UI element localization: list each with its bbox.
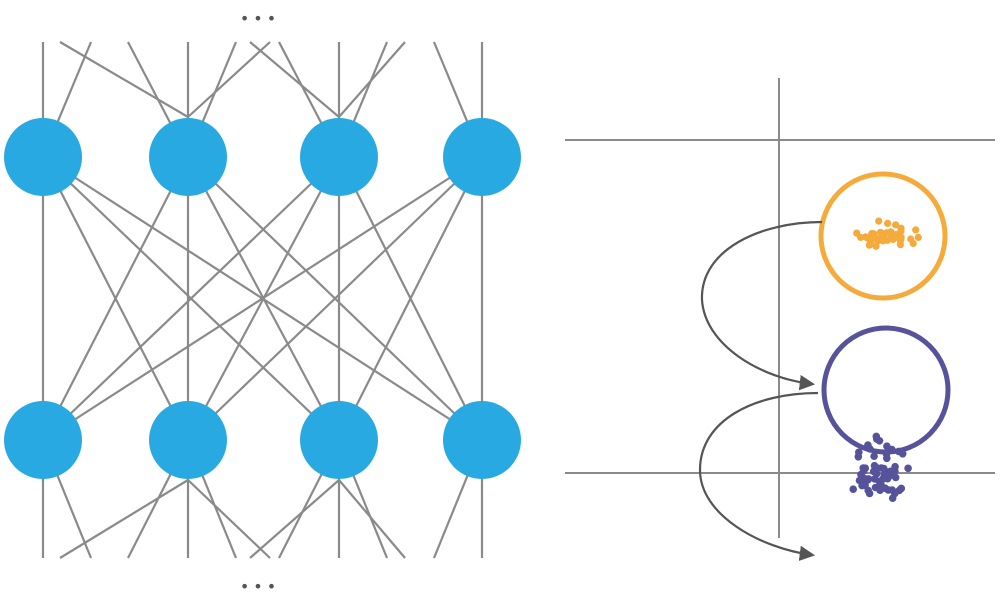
purple-point [870,452,878,461]
edge-line [42,156,483,441]
edge-line [338,156,483,441]
network-node-top-2 [149,118,227,196]
orange-point [884,219,892,227]
purple-point [883,474,892,483]
orange-point [862,233,870,241]
purple-point [873,435,881,443]
scatter-axes [565,78,995,538]
network-node-top-4 [443,118,521,196]
orange-point [909,239,917,248]
purple-point [883,454,891,463]
orange-point [896,241,905,249]
incoming-edges-top [41,41,484,158]
network-nodes [4,118,521,479]
edge-line [187,156,483,441]
purple-point [888,486,896,494]
orange-point [872,242,880,250]
orange-point [912,226,920,234]
purple-point [877,481,885,489]
orange-point [897,233,905,241]
network-node-bottom-3 [300,401,378,479]
purple-point [897,484,906,493]
purple-point [866,445,874,453]
ellipsis-bottom: ••• [240,577,280,596]
purple-point [898,450,907,458]
arrow-orange-to-purple [700,220,823,391]
purple-point [891,473,900,482]
scatter-clusters [818,171,951,503]
arrow-purple-down [698,391,819,561]
edge-line [249,41,340,118]
ellipsis-top: ••• [240,9,280,28]
purple-point [880,464,888,473]
purple-point [855,448,863,457]
edge-line [187,41,271,118]
edge-line [249,479,340,559]
purple-point [857,470,865,479]
purple-point [888,494,897,503]
edge-line [42,156,189,441]
purple-cluster-ring [821,325,951,455]
orange-point [892,221,900,229]
orange-point [879,237,887,245]
purple-point [864,486,872,495]
orange-cluster-ring [818,171,948,301]
connections-between-layers [41,156,484,441]
purple-point [886,468,895,476]
edge-line [338,479,406,559]
edge-line [59,41,189,118]
orange-point [875,217,883,225]
edge-line [187,479,271,559]
orange-point [868,230,876,238]
edge-line [42,156,340,441]
network-node-bottom-2 [149,401,227,479]
orange-point [866,238,875,247]
orange-point [888,234,896,242]
outgoing-edges-bottom [41,439,484,559]
edge-line [59,479,189,559]
network-node-bottom-1 [4,401,82,479]
purple-point [904,464,912,473]
network-node-top-1 [4,118,82,196]
transition-arrows [698,220,823,561]
purple-point [849,485,857,494]
orange-point [897,227,905,235]
purple-point [861,464,870,473]
orange-point [853,229,861,237]
network-node-bottom-4 [443,401,521,479]
purple-point [870,461,879,470]
network-node-top-3 [300,118,378,196]
orange-point [914,233,922,241]
purple-point [869,467,878,476]
edge-line [338,41,406,118]
orange-point [880,231,888,239]
purple-point [883,442,891,451]
purple-point [871,475,879,483]
